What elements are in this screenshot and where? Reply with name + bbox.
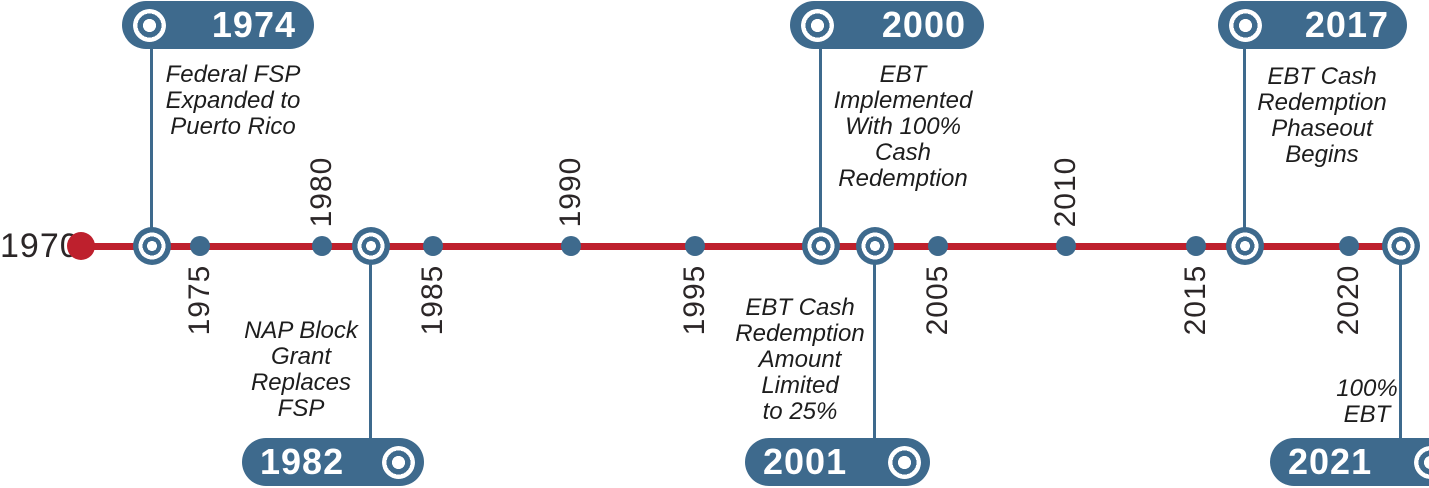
event-description-2017: EBT Cash Redemption Phaseout Begins bbox=[1257, 63, 1387, 168]
bullseye-icon bbox=[382, 445, 415, 479]
tick-dot-1980 bbox=[312, 236, 332, 256]
event-marker-2001 bbox=[856, 227, 894, 265]
event-badge-1982: 1982 bbox=[242, 438, 424, 486]
event-badge-year: 1982 bbox=[260, 441, 345, 482]
tick-dot-2010 bbox=[1056, 236, 1076, 256]
event-marker-1982 bbox=[352, 227, 390, 265]
connector-line-2021 bbox=[1399, 264, 1402, 438]
timeline-axis-line bbox=[80, 243, 1401, 250]
event-description-2000: EBT Implemented With 100% Cash Redemptio… bbox=[833, 61, 973, 192]
bullseye-icon bbox=[801, 8, 834, 42]
event-description-2021: 100% EBT bbox=[1336, 375, 1398, 428]
tick-dot-2005 bbox=[928, 236, 948, 256]
tick-dot-2015 bbox=[1186, 236, 1206, 256]
connector-line-1982 bbox=[369, 264, 372, 438]
event-badge-2021: 2021 bbox=[1270, 438, 1429, 486]
event-badge-year: 2017 bbox=[1304, 4, 1389, 45]
connector-line-2000 bbox=[819, 46, 822, 228]
bullseye-icon bbox=[888, 445, 921, 479]
event-marker-2021 bbox=[1382, 227, 1420, 265]
event-description-1974: Federal FSP Expanded to Puerto Rico bbox=[165, 61, 301, 140]
event-badge-year: 2000 bbox=[881, 4, 966, 45]
tick-dot-1995 bbox=[685, 236, 705, 256]
tick-label-2010: 2010 bbox=[1049, 156, 1082, 228]
tick-label-1985: 1985 bbox=[416, 264, 449, 336]
tick-label-1990: 1990 bbox=[554, 156, 587, 228]
event-badge-year: 2001 bbox=[763, 441, 848, 482]
event-marker-1974 bbox=[133, 227, 171, 265]
axis-start-year-label: 1970 bbox=[0, 227, 80, 265]
bullseye-icon bbox=[133, 8, 166, 42]
tick-dot-1990 bbox=[561, 236, 581, 256]
event-description-2001: EBT Cash Redemption Amount Limited to 25… bbox=[735, 294, 865, 425]
tick-label-1980: 1980 bbox=[305, 156, 338, 228]
axis-start-dot bbox=[67, 232, 95, 260]
tick-label-2020: 2020 bbox=[1332, 264, 1365, 336]
event-badge-year: 1974 bbox=[211, 4, 296, 45]
event-badge-2017: 2017 bbox=[1218, 1, 1407, 49]
event-badge-1974: 1974 bbox=[122, 1, 314, 49]
tick-label-2005: 2005 bbox=[921, 264, 954, 336]
tick-label-2015: 2015 bbox=[1179, 264, 1212, 336]
bullseye-icon bbox=[1414, 445, 1429, 479]
tick-dot-1975 bbox=[190, 236, 210, 256]
event-marker-2000 bbox=[802, 227, 840, 265]
event-badge-2000: 2000 bbox=[790, 1, 984, 49]
event-badge-year: 2021 bbox=[1288, 441, 1373, 482]
tick-dot-1985 bbox=[423, 236, 443, 256]
connector-line-2017 bbox=[1243, 46, 1246, 228]
tick-dot-2020 bbox=[1339, 236, 1359, 256]
bullseye-icon bbox=[1229, 8, 1262, 42]
connector-line-2001 bbox=[873, 264, 876, 438]
connector-line-1974 bbox=[150, 46, 153, 228]
event-description-1982: NAP Block Grant Replaces FSP bbox=[244, 317, 358, 422]
event-badge-2001: 2001 bbox=[745, 438, 930, 486]
event-marker-2017 bbox=[1226, 227, 1264, 265]
